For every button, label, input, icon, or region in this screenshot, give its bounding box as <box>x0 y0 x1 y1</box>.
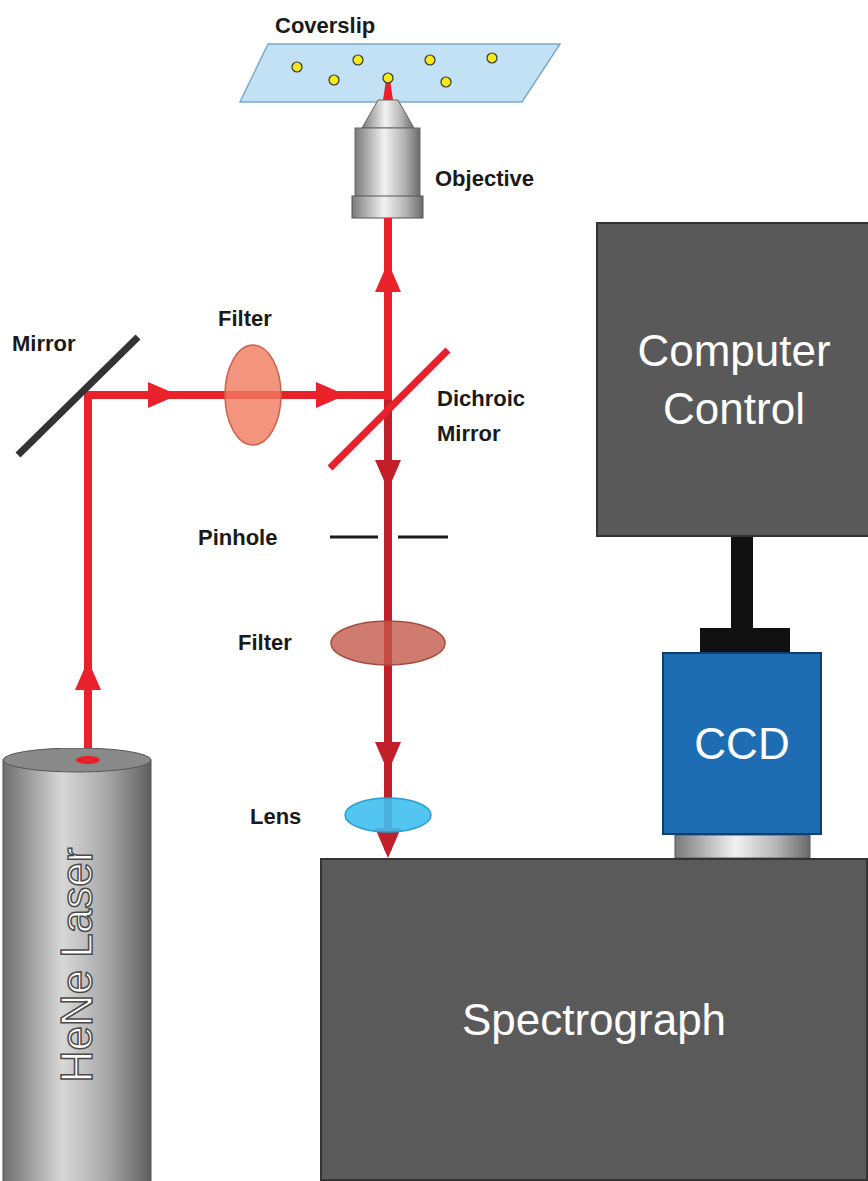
cable-connector <box>731 537 753 652</box>
objective-lens <box>352 100 423 218</box>
pinhole <box>398 536 448 539</box>
box-label: Computer Control <box>612 322 856 436</box>
part-label: Coverslip <box>275 12 375 40</box>
emission-filter <box>331 621 445 665</box>
dichroic-mirror <box>330 350 448 468</box>
computer-box: Computer Control <box>596 222 868 537</box>
laser-cylinder: HeNe Laser <box>2 748 152 1181</box>
part-label: Mirror <box>12 330 76 358</box>
ccd-mount <box>675 835 810 858</box>
excitation-filter <box>225 345 281 445</box>
focusing-lens <box>345 798 431 832</box>
part-label: Pinhole <box>198 524 277 552</box>
part-label: Filter <box>238 629 292 657</box>
spectrograph-box: Spectrograph <box>320 858 868 1181</box>
part-label: Lens <box>250 803 301 831</box>
sample-particles <box>292 53 497 87</box>
box-label: Spectrograph <box>462 991 726 1048</box>
pinhole <box>330 536 378 539</box>
laser-label: HeNe Laser <box>48 847 105 1082</box>
box-label: CCD <box>694 715 789 772</box>
coverslip-slide <box>240 44 560 102</box>
part-label: Objective <box>435 165 534 193</box>
sample-particle <box>383 73 393 83</box>
part-label: Filter <box>218 305 272 333</box>
part-label: Dichroic Mirror <box>437 381 557 451</box>
ccd-camera-box: CCD <box>662 652 822 835</box>
